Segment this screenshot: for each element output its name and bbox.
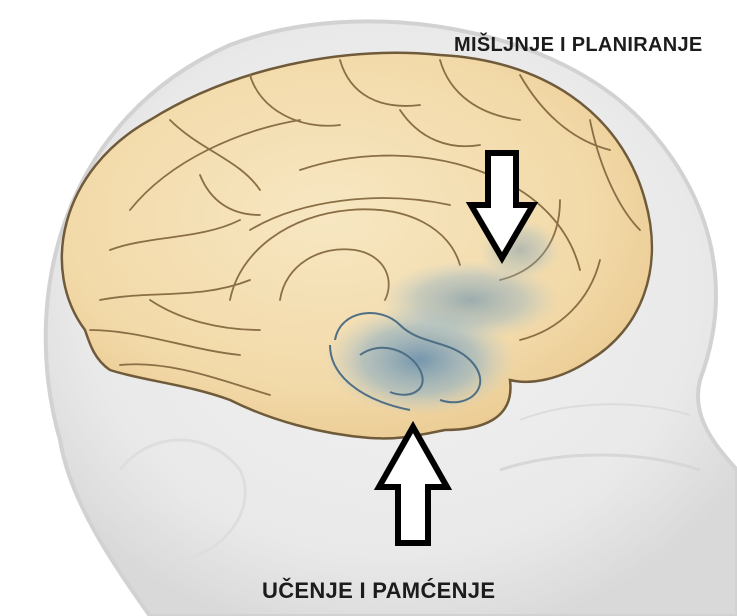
label-thinking-planning: MIŠLJNJE I PLANIRANJE — [454, 34, 703, 57]
label-learning-memory: UČENJE I PAMĆENJE — [262, 578, 495, 604]
